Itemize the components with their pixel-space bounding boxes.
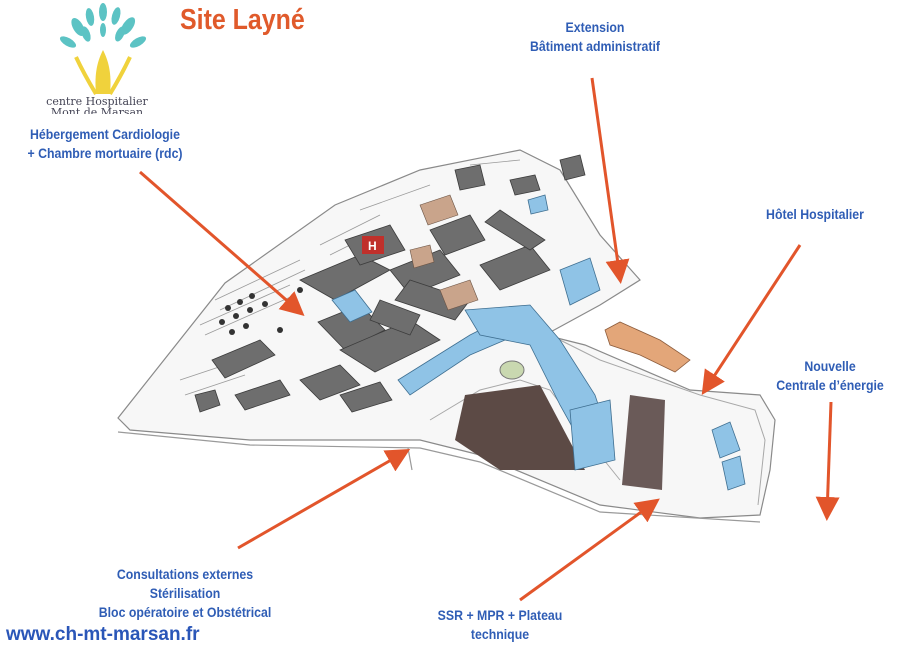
website-link[interactable]: www.ch-mt-marsan.fr [6,624,200,645]
label-consultations: Consultations externes Stérilisation Blo… [84,565,286,622]
arrow-centrale [815,401,840,521]
label-line: Hôtel Hospitalier [766,206,864,222]
existing-buildings [409,194,479,311]
label-line: Centrale d’énergie [776,377,884,393]
logo-line-1: centre Hospitalier [46,95,148,108]
svg-text:H: H [368,239,377,253]
label-extension: Extension Bâtiment administratif [507,18,683,56]
paved-area [455,385,585,470]
arrow-ssr [519,498,660,602]
arrow-extension [590,77,630,284]
label-line: + Chambre mortuaire (rdc) [27,145,183,161]
label-line: technique [470,626,530,642]
heliport-icon [362,236,384,254]
label-cardiologie: Hébergement Cardiologie + Chambre mortua… [13,125,198,163]
label-line: Nouvelle [804,358,856,374]
trees [219,279,315,335]
arrow-consultations [237,449,411,550]
label-ssr: SSR + MPR + Plateau technique [412,606,588,644]
label-line: Extension [565,19,625,35]
logo-line-2: Mont de Marsan [50,107,144,114]
road [559,339,766,506]
label-line: Consultations externes [116,566,254,582]
roundabout [499,360,525,380]
arrow-hotel [701,244,802,396]
road [117,431,761,523]
label-hotel-hospitalier: Hôtel Hospitalier [753,205,876,224]
label-line: Stérilisation [149,585,221,601]
label-centrale-energie: Nouvelle Centrale d’énergie [768,357,891,395]
paved-area [622,395,665,490]
arrow-cardiologie [139,170,305,316]
hotel-building [604,321,691,373]
page-title: Site Layné [180,4,305,36]
label-line: Hébergement Cardiologie [30,126,180,142]
tree-logo-icon [59,3,147,96]
road [407,447,413,471]
label-line: SSR + MPR + Plateau [437,607,563,623]
label-line: Bâtiment administratif [529,38,661,54]
label-line: Bloc opératoire et Obstétrical [98,604,272,620]
logo-text: centre Hospitalier Mont de Marsan [22,96,172,114]
new-buildings [331,194,746,491]
